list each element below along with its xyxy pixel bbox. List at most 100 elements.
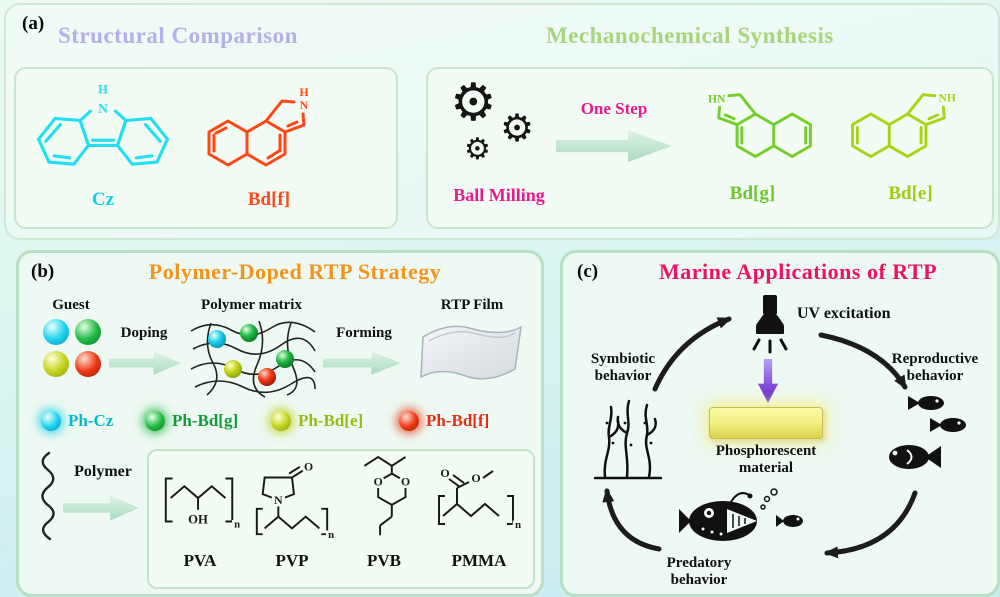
o-atom-label: O	[401, 475, 410, 488]
h-atom-label: H	[98, 82, 108, 96]
legend-item-ph-bde: Ph-Bd[e]	[271, 411, 363, 431]
panel-c-tag: (c)	[577, 261, 599, 282]
rtp-strategy-title: Polymer-Doped RTP Strategy	[148, 259, 442, 284]
legend-item-ph-bdf: Ph-Bd[f]	[399, 411, 489, 431]
n-subscript: n	[234, 518, 240, 530]
behavior-cycle-arrows	[602, 316, 918, 559]
polymer-structures-box: OH n PVA N O n PVP O	[147, 449, 535, 589]
guest-ball-green	[75, 319, 101, 345]
forming-arrow-icon	[323, 351, 401, 375]
material-label-line2: material	[738, 460, 794, 477]
n-atom-label: N	[274, 494, 283, 507]
n-subscript: n	[328, 529, 334, 541]
n-subscript: n	[515, 519, 521, 531]
pmma-structure: O O n	[438, 464, 524, 534]
material-label-line1: Phosphorescent	[715, 443, 817, 459]
phosphorescent-material-label: Phosphorescent material	[681, 443, 851, 478]
pvp-label: PVP	[275, 551, 309, 570]
gear-icon: ⚙	[500, 106, 535, 150]
n-atom-label: N	[98, 101, 108, 116]
reproductive-fish-icons	[889, 396, 966, 469]
o-atom-label: O	[374, 475, 383, 488]
reproductive-line1: Reproductive	[891, 351, 979, 367]
marine-applications-title: Marine Applications of RTP	[658, 259, 938, 284]
gear-icon: ⚙	[464, 132, 491, 167]
forming-label: Forming	[336, 325, 392, 341]
polymer-chain-squiggle	[41, 451, 55, 541]
ph-cz-label: Ph-Cz	[68, 411, 114, 430]
ph-bde-dot	[271, 411, 291, 431]
ball-milling-label: Ball Milling	[453, 185, 545, 205]
cz-structure: N H	[37, 81, 169, 166]
symbiotic-line1: Symbiotic	[590, 351, 656, 367]
ph-bde-label: Ph-Bd[e]	[298, 411, 364, 430]
hn-atom-label: HN	[708, 92, 726, 105]
symbiotic-line2: behavior	[594, 368, 652, 385]
bdg-structure: HN	[706, 90, 812, 158]
reproductive-behavior-label: Reproductive behavior	[879, 351, 991, 386]
ball-milling-gears: ⚙ ⚙ ⚙	[436, 77, 556, 181]
predatory-fish-icon	[679, 488, 803, 541]
coral-icon	[593, 399, 663, 480]
panel-b: (b) Polymer-Doped RTP Strategy Guest Dop…	[16, 250, 544, 597]
rtp-film-label: RTP Film	[440, 297, 504, 313]
pmma-label: PMMA	[451, 551, 507, 570]
guest-label: Guest	[52, 297, 90, 313]
gear-icon: ⚙	[450, 73, 497, 133]
uv-excitation-label: UV excitation	[797, 305, 891, 322]
bde-label: Bd[e]	[888, 183, 933, 204]
legend-item-ph-bdg: Ph-Bd[g]	[145, 411, 238, 431]
ph-bdf-dot	[399, 411, 419, 431]
mechanochemical-box: ⚙ ⚙ ⚙ Ball Milling One Step HN Bd[g]	[426, 67, 994, 229]
bdg-label: Bd[g]	[729, 183, 776, 204]
polymer-matrix-label: Polymer matrix	[201, 297, 302, 313]
guest-ball-red	[75, 351, 101, 377]
bde-structure: NH	[851, 89, 958, 158]
nh-atom-label: NH	[939, 91, 956, 104]
predatory-line2: behavior	[670, 572, 728, 589]
one-step-label: One Step	[580, 99, 648, 118]
panel-c: (c) Marine Applications of RTP UV excita…	[560, 250, 1000, 597]
o-atom-label: O	[471, 471, 480, 485]
cz-label: Cz	[91, 189, 115, 210]
polymer-arrow-icon	[63, 495, 139, 521]
pvp-structure: N O n	[255, 458, 335, 544]
h-atom-label: H	[299, 87, 309, 99]
o-atom-label: O	[440, 466, 449, 480]
guest-balls	[43, 319, 103, 379]
ph-cz-dot	[41, 411, 61, 431]
polymer-label: Polymer	[74, 463, 132, 480]
o-atom-label: O	[304, 461, 313, 474]
ph-bdg-dot	[145, 411, 165, 431]
mechanochemical-synthesis-title: Mechanochemical Synthesis	[546, 23, 834, 48]
predatory-line1: Predatory	[666, 555, 732, 571]
structural-comparison-title: Structural Comparison	[58, 23, 298, 48]
one-step-arrow-icon	[556, 130, 672, 162]
doping-arrow-icon	[109, 351, 181, 375]
pvb-structure: O O	[363, 455, 413, 536]
structural-comparison-box: N H Cz N H Bd[f]	[14, 67, 398, 229]
phosphorescent-material-block	[709, 407, 823, 439]
guest-ball-yellow	[43, 351, 69, 377]
legend-item-ph-cz: Ph-Cz	[41, 411, 113, 431]
panel-b-tag: (b)	[31, 261, 55, 282]
guest-ball-cyan	[43, 319, 69, 345]
ph-bdg-label: Ph-Bd[g]	[172, 411, 239, 430]
oh-atom-label: OH	[188, 512, 208, 526]
reproductive-line2: behavior	[906, 368, 964, 385]
n-atom-label: N	[300, 98, 309, 112]
bdf-structure: N H	[207, 87, 312, 167]
pvb-label: PVB	[367, 551, 401, 570]
panel-a-tag: (a)	[22, 13, 45, 34]
ph-bdf-label: Ph-Bd[f]	[426, 411, 490, 430]
predatory-behavior-label: Predatory behavior	[639, 555, 759, 590]
pva-structure: OH n	[164, 477, 243, 533]
polymer-matrix-graphic	[190, 320, 316, 398]
rtp-film-graphic	[420, 325, 522, 380]
bdf-label: Bd[f]	[247, 189, 291, 210]
doping-label: Doping	[120, 325, 168, 341]
uv-flashlight-icon	[752, 295, 788, 354]
panel-a: (a) Structural Comparison Mechanochemica…	[4, 3, 1000, 240]
symbiotic-behavior-label: Symbiotic behavior	[571, 351, 675, 386]
